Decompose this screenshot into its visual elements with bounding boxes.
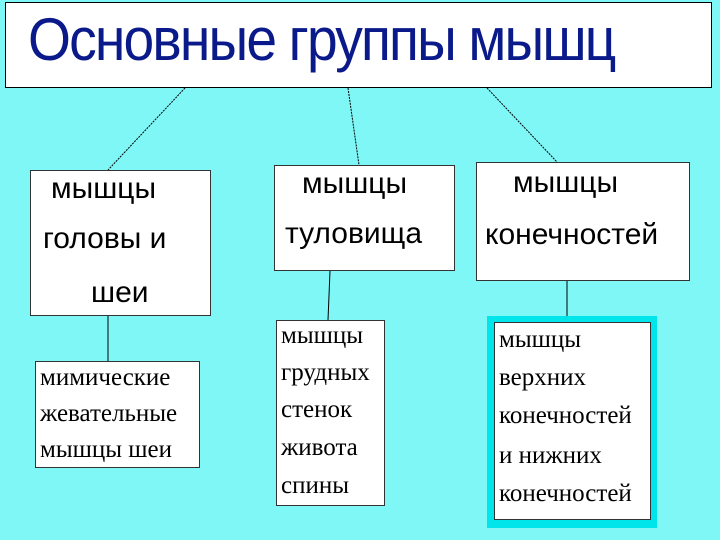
group-head-line-3: шеи bbox=[91, 276, 149, 309]
group-limbs-box: мышцы конечностей bbox=[476, 162, 690, 281]
subgroup-trunk-item-3: стенок bbox=[281, 396, 353, 423]
subgroup-limbs-item-1: мышцы bbox=[499, 326, 582, 353]
subgroup-limbs-item-5: конечностей bbox=[499, 480, 632, 507]
group-trunk-box: мышцы туловища bbox=[274, 165, 455, 271]
subgroup-trunk-item-1: мышцы bbox=[281, 322, 364, 349]
subgroup-limbs-item-2: верхних bbox=[499, 364, 587, 391]
subgroup-head-item-3: мышцы шеи bbox=[40, 436, 173, 463]
group-head-neck-box: мышцы головы и шеи bbox=[30, 170, 211, 316]
subgroup-limbs-item-3: конечностей bbox=[499, 402, 632, 429]
diagram-title: Основные группы мышц bbox=[28, 6, 616, 73]
subgroup-head-item-1: мимические bbox=[40, 364, 171, 391]
subgroup-trunk-box: мышцы грудных стенок живота спины bbox=[276, 320, 385, 506]
subgroup-trunk-item-4: живота bbox=[281, 434, 358, 461]
group-head-line-2: головы и bbox=[43, 222, 167, 255]
group-trunk-line-1: мышцы bbox=[302, 167, 407, 200]
title-box: Основные группы мышц bbox=[5, 2, 712, 88]
connector-title-head bbox=[107, 87, 186, 171]
subgroup-head-item-2: жевательные bbox=[40, 400, 178, 427]
subgroup-limbs-box: мышцы верхних конечностей и нижних конеч… bbox=[494, 322, 651, 520]
group-head-line-1: мышцы bbox=[51, 172, 156, 205]
subgroup-limbs-item-4: и нижних bbox=[499, 442, 602, 469]
connector-title-limb bbox=[486, 87, 558, 163]
connector-title-trunk bbox=[347, 87, 360, 166]
connector-trunk-sub bbox=[327, 270, 331, 321]
subgroup-trunk-item-2: грудных bbox=[281, 359, 370, 386]
group-limbs-line-1: мышцы bbox=[513, 166, 618, 199]
subgroup-head-neck-box: мимические жевательные мышцы шеи bbox=[35, 361, 200, 468]
group-limbs-line-2: конечностей bbox=[485, 218, 659, 251]
group-trunk-line-2: туловища bbox=[285, 217, 423, 250]
subgroup-trunk-item-5: спины bbox=[281, 472, 350, 499]
